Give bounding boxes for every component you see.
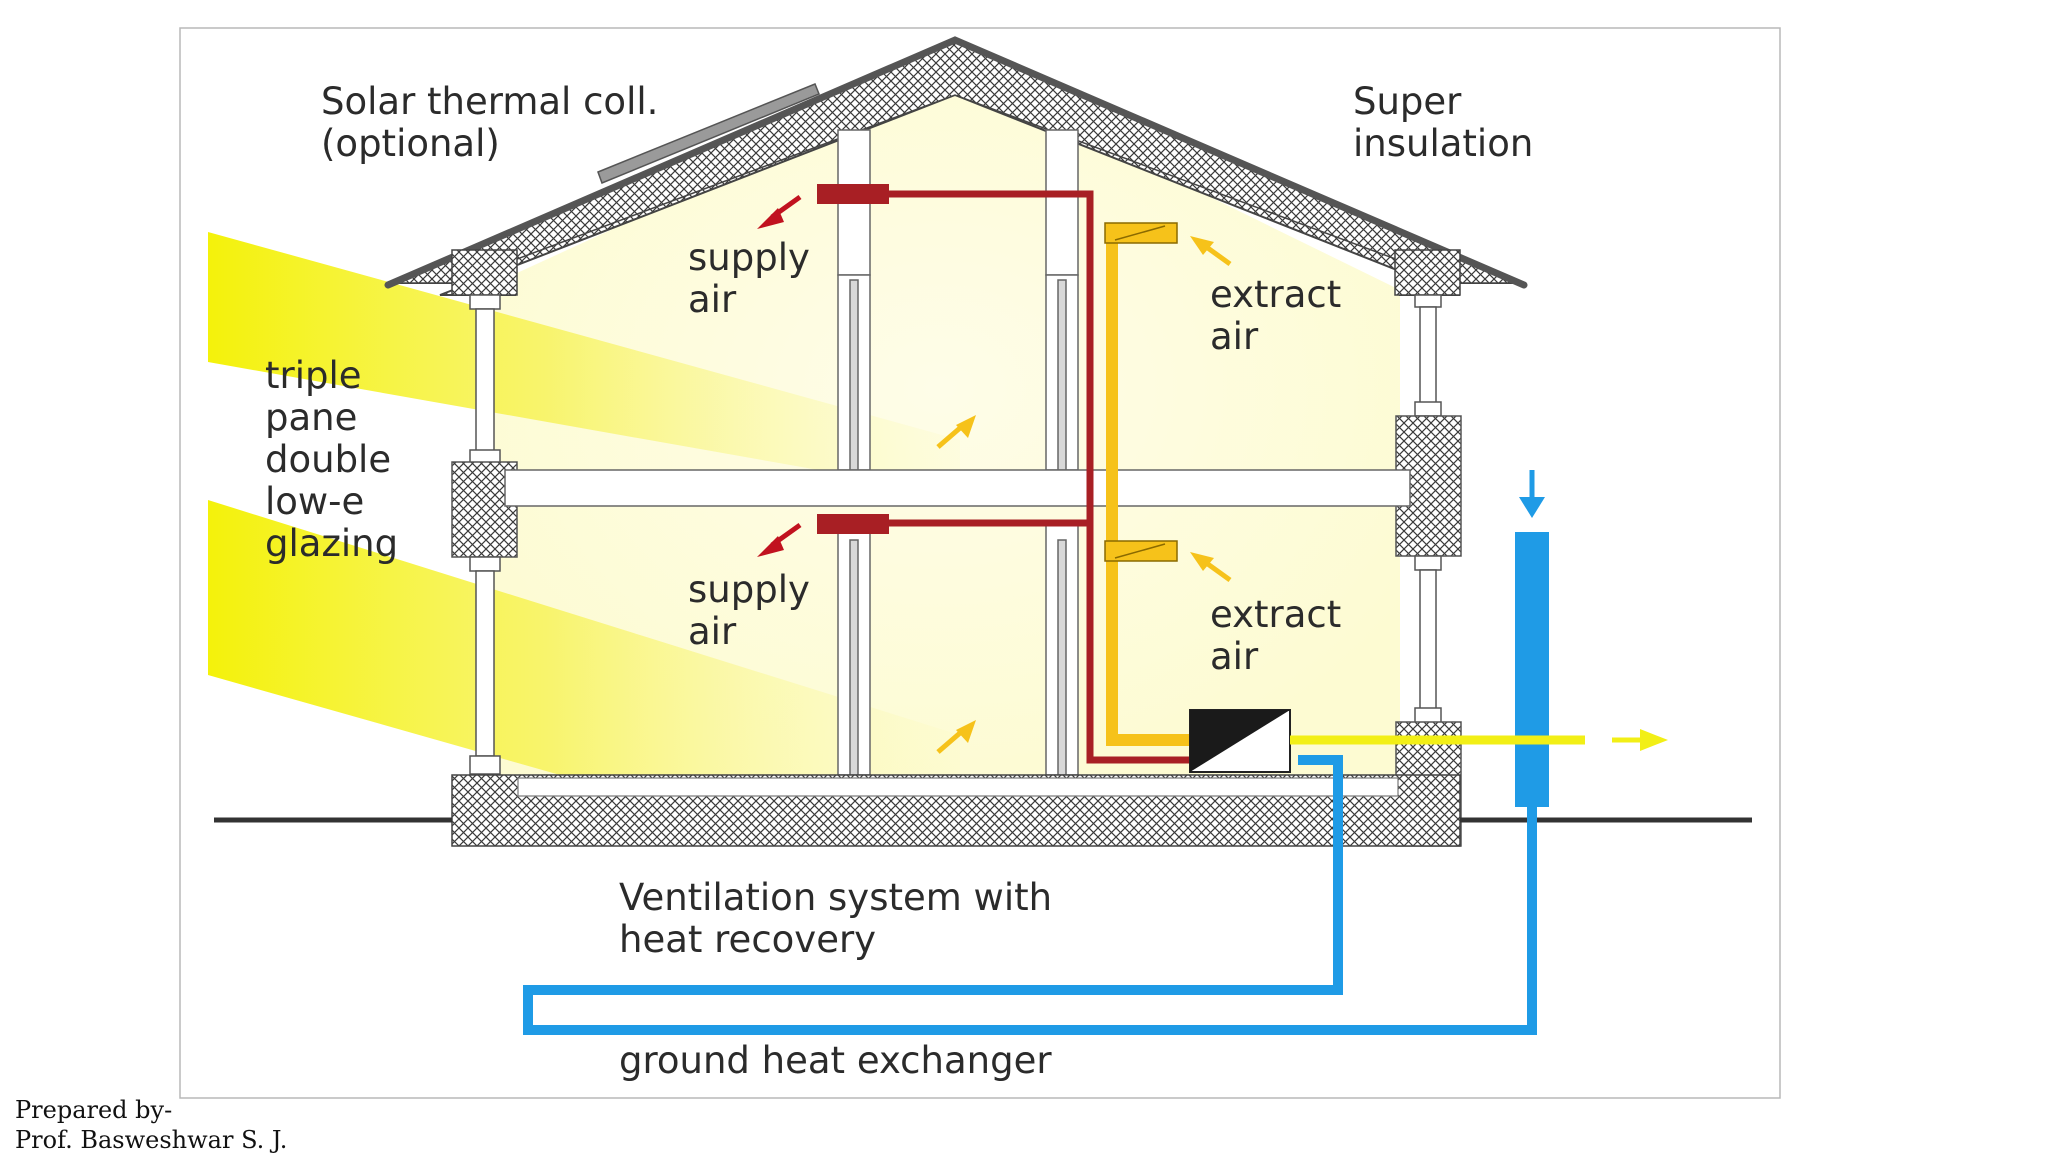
ground-heat-exchanger-pipe	[523, 755, 1537, 1035]
supply-air-upper-line1: supply	[688, 236, 810, 279]
ventilation-label-line2: heat recovery	[619, 918, 876, 961]
extract-duct	[1106, 240, 1192, 746]
exhaust-arrow-head	[1640, 729, 1668, 751]
supply-grille-lower	[817, 514, 889, 534]
heat-recovery-unit	[1189, 709, 1291, 773]
supply-duct	[888, 190, 1192, 764]
credit-prepared-by: Prepared by-	[15, 1096, 173, 1124]
glazing-line-4: low-e	[265, 480, 364, 523]
solar-label-line2: (optional)	[321, 122, 500, 165]
house-interior	[480, 72, 1400, 775]
super-insulation-line2: insulation	[1353, 122, 1533, 165]
transfer-arrow-lower	[936, 720, 976, 754]
intake-arrow-head	[1519, 497, 1545, 518]
glazing-line-5: glazing	[265, 522, 398, 565]
extract-air-lower-line2: air	[1210, 635, 1259, 678]
eave-block-right	[1394, 249, 1461, 296]
supply-air-lower-line2: air	[688, 610, 737, 653]
sunbeam-lower	[208, 500, 960, 775]
floor-slab	[504, 469, 1411, 507]
ventilation-label-line1: Ventilation system with	[619, 876, 1052, 919]
extract-air-upper-line1: extract	[1210, 273, 1341, 316]
extract-air-lower-line1: extract	[1210, 593, 1341, 636]
credit-author: Prof. Basweshwar S. J.	[15, 1126, 288, 1154]
glazing-line-2: pane	[265, 396, 357, 439]
solar-collector	[597, 83, 820, 184]
glazing-line-3: double	[265, 438, 391, 481]
extract-arrow-upper	[1190, 236, 1232, 267]
ground-slab-top	[517, 777, 1399, 797]
ground-heat-exchanger-label: ground heat exchanger	[619, 1039, 1052, 1082]
intake-column	[1515, 532, 1549, 807]
sunlight-beams	[208, 232, 960, 775]
eave-block-left	[451, 249, 518, 296]
sunbeam-upper	[208, 232, 960, 495]
super-insulation-line1: Super	[1353, 80, 1462, 123]
solar-label-line1: Solar thermal coll.	[321, 80, 658, 123]
glazing-line-1: triple	[265, 354, 362, 397]
supply-arrow-lower	[757, 522, 802, 557]
supply-grille-upper	[817, 184, 889, 204]
extract-air-upper-line2: air	[1210, 315, 1259, 358]
roof-line	[384, 36, 1528, 289]
supply-air-lower-line1: supply	[688, 568, 810, 611]
supply-air-upper-line2: air	[688, 278, 737, 321]
extract-arrow-lower	[1190, 552, 1232, 583]
supply-arrow-upper	[757, 194, 802, 229]
transfer-arrow-upper	[936, 415, 976, 449]
